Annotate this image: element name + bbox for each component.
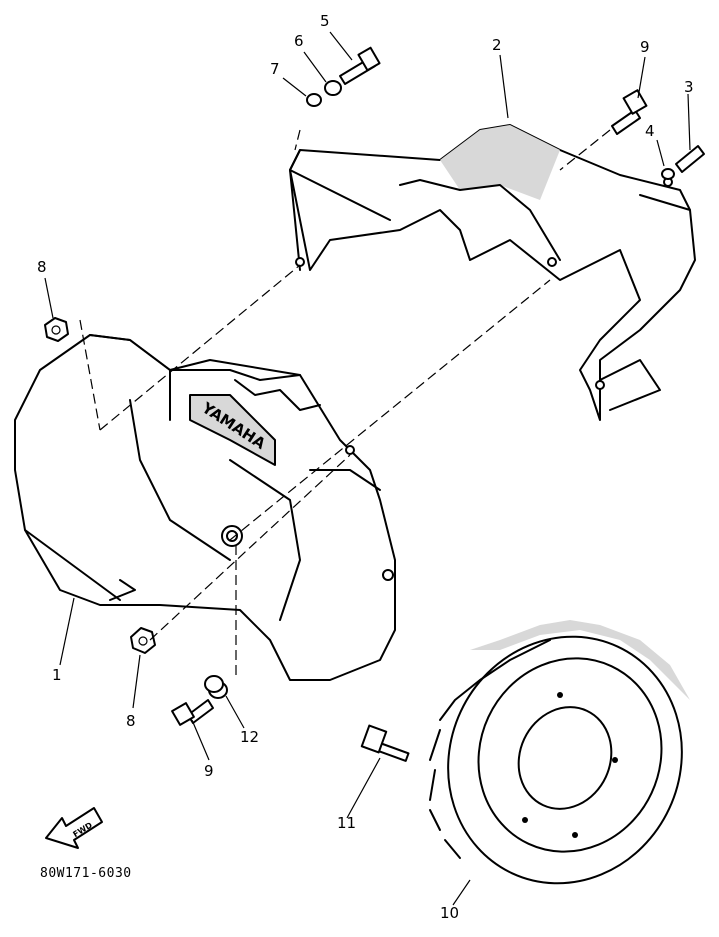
- callout-9-lower: 9: [204, 762, 214, 780]
- bolt-flange-lower: [171, 699, 214, 726]
- leader-lines: [44, 31, 691, 906]
- collar-lower: [204, 675, 228, 699]
- bolt-top-hardware: [339, 46, 381, 85]
- bolt-fan: [360, 724, 410, 762]
- callout-9-upper: 9: [640, 38, 650, 56]
- upper-shroud: [289, 124, 696, 421]
- fwd-arrow-icon: [45, 807, 103, 849]
- callout-11: 11: [337, 814, 357, 832]
- lower-shroud: [14, 334, 396, 681]
- washer-upper-right: [661, 168, 675, 180]
- callout-5: 5: [320, 12, 330, 30]
- callout-7: 7: [270, 60, 280, 78]
- callout-2: 2: [492, 36, 502, 54]
- callout-6: 6: [294, 32, 304, 50]
- callout-1: 1: [52, 666, 62, 684]
- washer-top: [324, 80, 342, 96]
- drawing-code: 80W171-6030: [40, 866, 132, 881]
- assembly-lines: [79, 129, 611, 680]
- nut-lower: [130, 627, 156, 654]
- collar-top: [306, 93, 322, 107]
- cooling-fan: [429, 620, 690, 885]
- callout-10: 10: [440, 904, 460, 922]
- callout-8-lower: 8: [126, 712, 136, 730]
- callout-12: 12: [240, 728, 260, 746]
- nut-left: [44, 317, 69, 342]
- bolt-upper-right: [675, 145, 705, 173]
- bolt-flange-right: [611, 89, 648, 135]
- callout-3: 3: [684, 78, 694, 96]
- callout-8-upper: 8: [37, 258, 47, 276]
- callout-4: 4: [645, 122, 655, 140]
